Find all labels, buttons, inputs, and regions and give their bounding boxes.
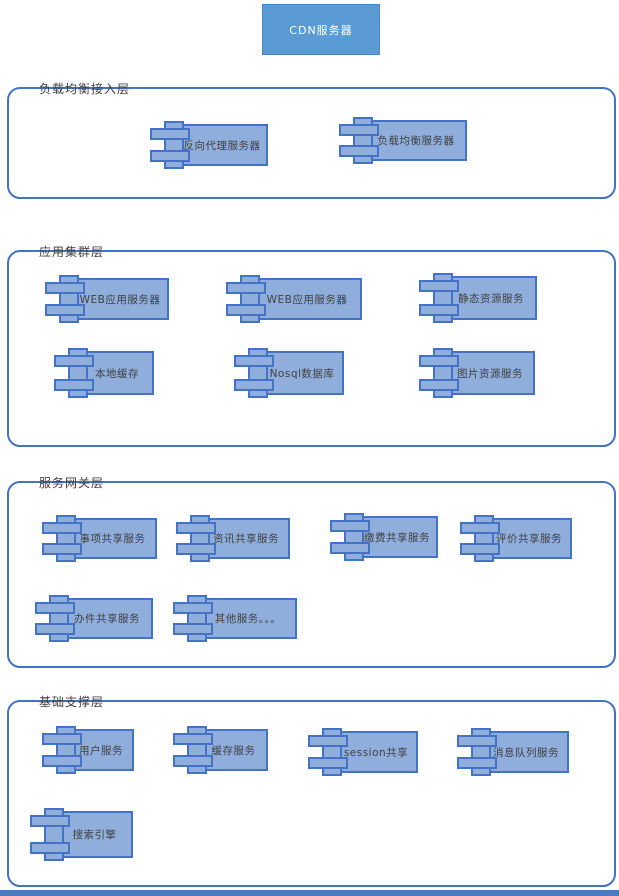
component-tab (173, 602, 213, 614)
component-cache-service[interactable]: 缓存服务 (173, 726, 268, 774)
component-tab (419, 379, 459, 391)
component-label: 负载均衡服务器 (377, 135, 455, 147)
component-static-resource-service[interactable]: 静态资源服务 (419, 273, 537, 323)
component-tab (457, 735, 497, 747)
component-tab (45, 282, 85, 294)
component-label: Nosql数据库 (269, 367, 335, 380)
bottom-edge-bar (0, 890, 619, 896)
component-label: 办件共享服务 (74, 613, 140, 625)
component-tab (42, 522, 82, 534)
component-label: 缓存服务 (211, 744, 256, 757)
component-tab (35, 623, 75, 635)
component-tab (234, 355, 274, 367)
component-tab (457, 757, 497, 769)
component-tab (45, 304, 85, 316)
component-body: 其他服务。。。 (199, 598, 297, 639)
component-tab (330, 520, 370, 532)
component-body: WEB应用服务器 (71, 278, 169, 320)
component-tab (54, 379, 94, 391)
component-label: 缴费共享服务 (364, 531, 430, 544)
component-tab (173, 733, 213, 745)
component-tab (35, 602, 75, 614)
component-tab (42, 543, 82, 555)
component-web-app-server-2[interactable]: WEB应用服务器 (226, 275, 362, 323)
component-tab (30, 815, 70, 827)
component-search-engine[interactable]: 搜索引擎 (30, 808, 133, 861)
layer-title-service-gateway: 服务网关层 (39, 476, 105, 490)
component-tab (308, 735, 348, 747)
component-body: 评价共享服务 (486, 518, 572, 559)
component-label: 其他服务。。。 (214, 613, 282, 625)
component-tab (226, 304, 266, 316)
component-body: 消息队列服务 (483, 731, 569, 773)
layer-frame-load-balancing[interactable]: 负载均衡接入层 (7, 82, 616, 199)
component-tab (460, 522, 500, 534)
cdn-server-node[interactable]: CDN服务器 (262, 4, 380, 55)
component-body: 办件共享服务 (61, 598, 153, 639)
component-label: 反向代理服务器 (183, 139, 261, 152)
component-label: 静态资源服务 (458, 292, 524, 305)
component-tab (173, 755, 213, 767)
layer-title-load-balancing: 负载均衡接入层 (39, 82, 131, 96)
component-body: Nosql数据库 (260, 351, 344, 395)
component-tab (308, 757, 348, 769)
component-reverse-proxy-server[interactable]: 反向代理服务器 (150, 121, 268, 169)
component-label: session共享 (343, 746, 409, 759)
component-message-queue-service[interactable]: 消息队列服务 (457, 728, 569, 776)
layer-title-app-cluster: 应用集群层 (39, 245, 105, 259)
component-evaluation-sharing-service[interactable]: 评价共享服务 (460, 515, 572, 562)
component-label: 评价共享服务 (496, 533, 562, 545)
component-tab (234, 379, 274, 391)
component-web-app-server-1[interactable]: WEB应用服务器 (45, 275, 169, 323)
component-tab (173, 623, 213, 635)
component-tab (460, 543, 500, 555)
component-tab (176, 522, 216, 534)
component-label: 消息队列服务 (493, 746, 559, 759)
component-body: 静态资源服务 (445, 276, 537, 320)
component-tab (339, 145, 379, 157)
component-image-resource-service[interactable]: 图片资源服务 (419, 348, 535, 398)
component-info-sharing-service[interactable]: 资讯共享服务 (176, 515, 290, 562)
component-body: 负载均衡服务器 (365, 120, 467, 161)
component-tab (419, 355, 459, 367)
component-nosql-database[interactable]: Nosql数据库 (234, 348, 344, 398)
component-body: 反向代理服务器 (176, 124, 268, 166)
component-label: 图片资源服务 (457, 367, 523, 380)
layer-title-base-support: 基础支撑层 (39, 695, 105, 709)
component-tab (419, 304, 459, 316)
component-body: WEB应用服务器 (252, 278, 362, 320)
cdn-server-label: CDN服务器 (289, 23, 353, 37)
component-load-balancer-server[interactable]: 负载均衡服务器 (339, 117, 467, 164)
component-tab (330, 542, 370, 554)
component-label: 事项共享服务 (79, 533, 146, 545)
component-tab (226, 282, 266, 294)
component-tab (419, 280, 459, 292)
component-label: 本地缓存 (95, 367, 139, 380)
component-body: 图片资源服务 (445, 351, 535, 395)
component-local-cache[interactable]: 本地缓存 (54, 348, 154, 398)
component-session-sharing[interactable]: session共享 (308, 728, 418, 776)
component-matter-sharing-service[interactable]: 事项共享服务 (42, 515, 157, 562)
component-tab (339, 124, 379, 136)
component-tab (54, 355, 94, 367)
component-label: 搜索引擎 (72, 829, 117, 841)
component-label: WEB应用服务器 (79, 293, 161, 306)
component-tab (30, 842, 70, 854)
component-tab (176, 543, 216, 555)
component-payment-sharing-service[interactable]: 缴费共享服务 (330, 513, 438, 561)
component-label: 用户服务 (79, 744, 123, 757)
component-tab (150, 128, 190, 140)
component-label: 资讯共享服务 (213, 533, 279, 545)
component-other-services[interactable]: 其他服务。。。 (173, 595, 297, 642)
component-user-service[interactable]: 用户服务 (42, 726, 134, 774)
component-label: WEB应用服务器 (266, 293, 348, 306)
component-tab (150, 150, 190, 162)
component-tab (42, 733, 82, 745)
component-tab (42, 755, 82, 767)
component-case-sharing-service[interactable]: 办件共享服务 (35, 595, 153, 642)
